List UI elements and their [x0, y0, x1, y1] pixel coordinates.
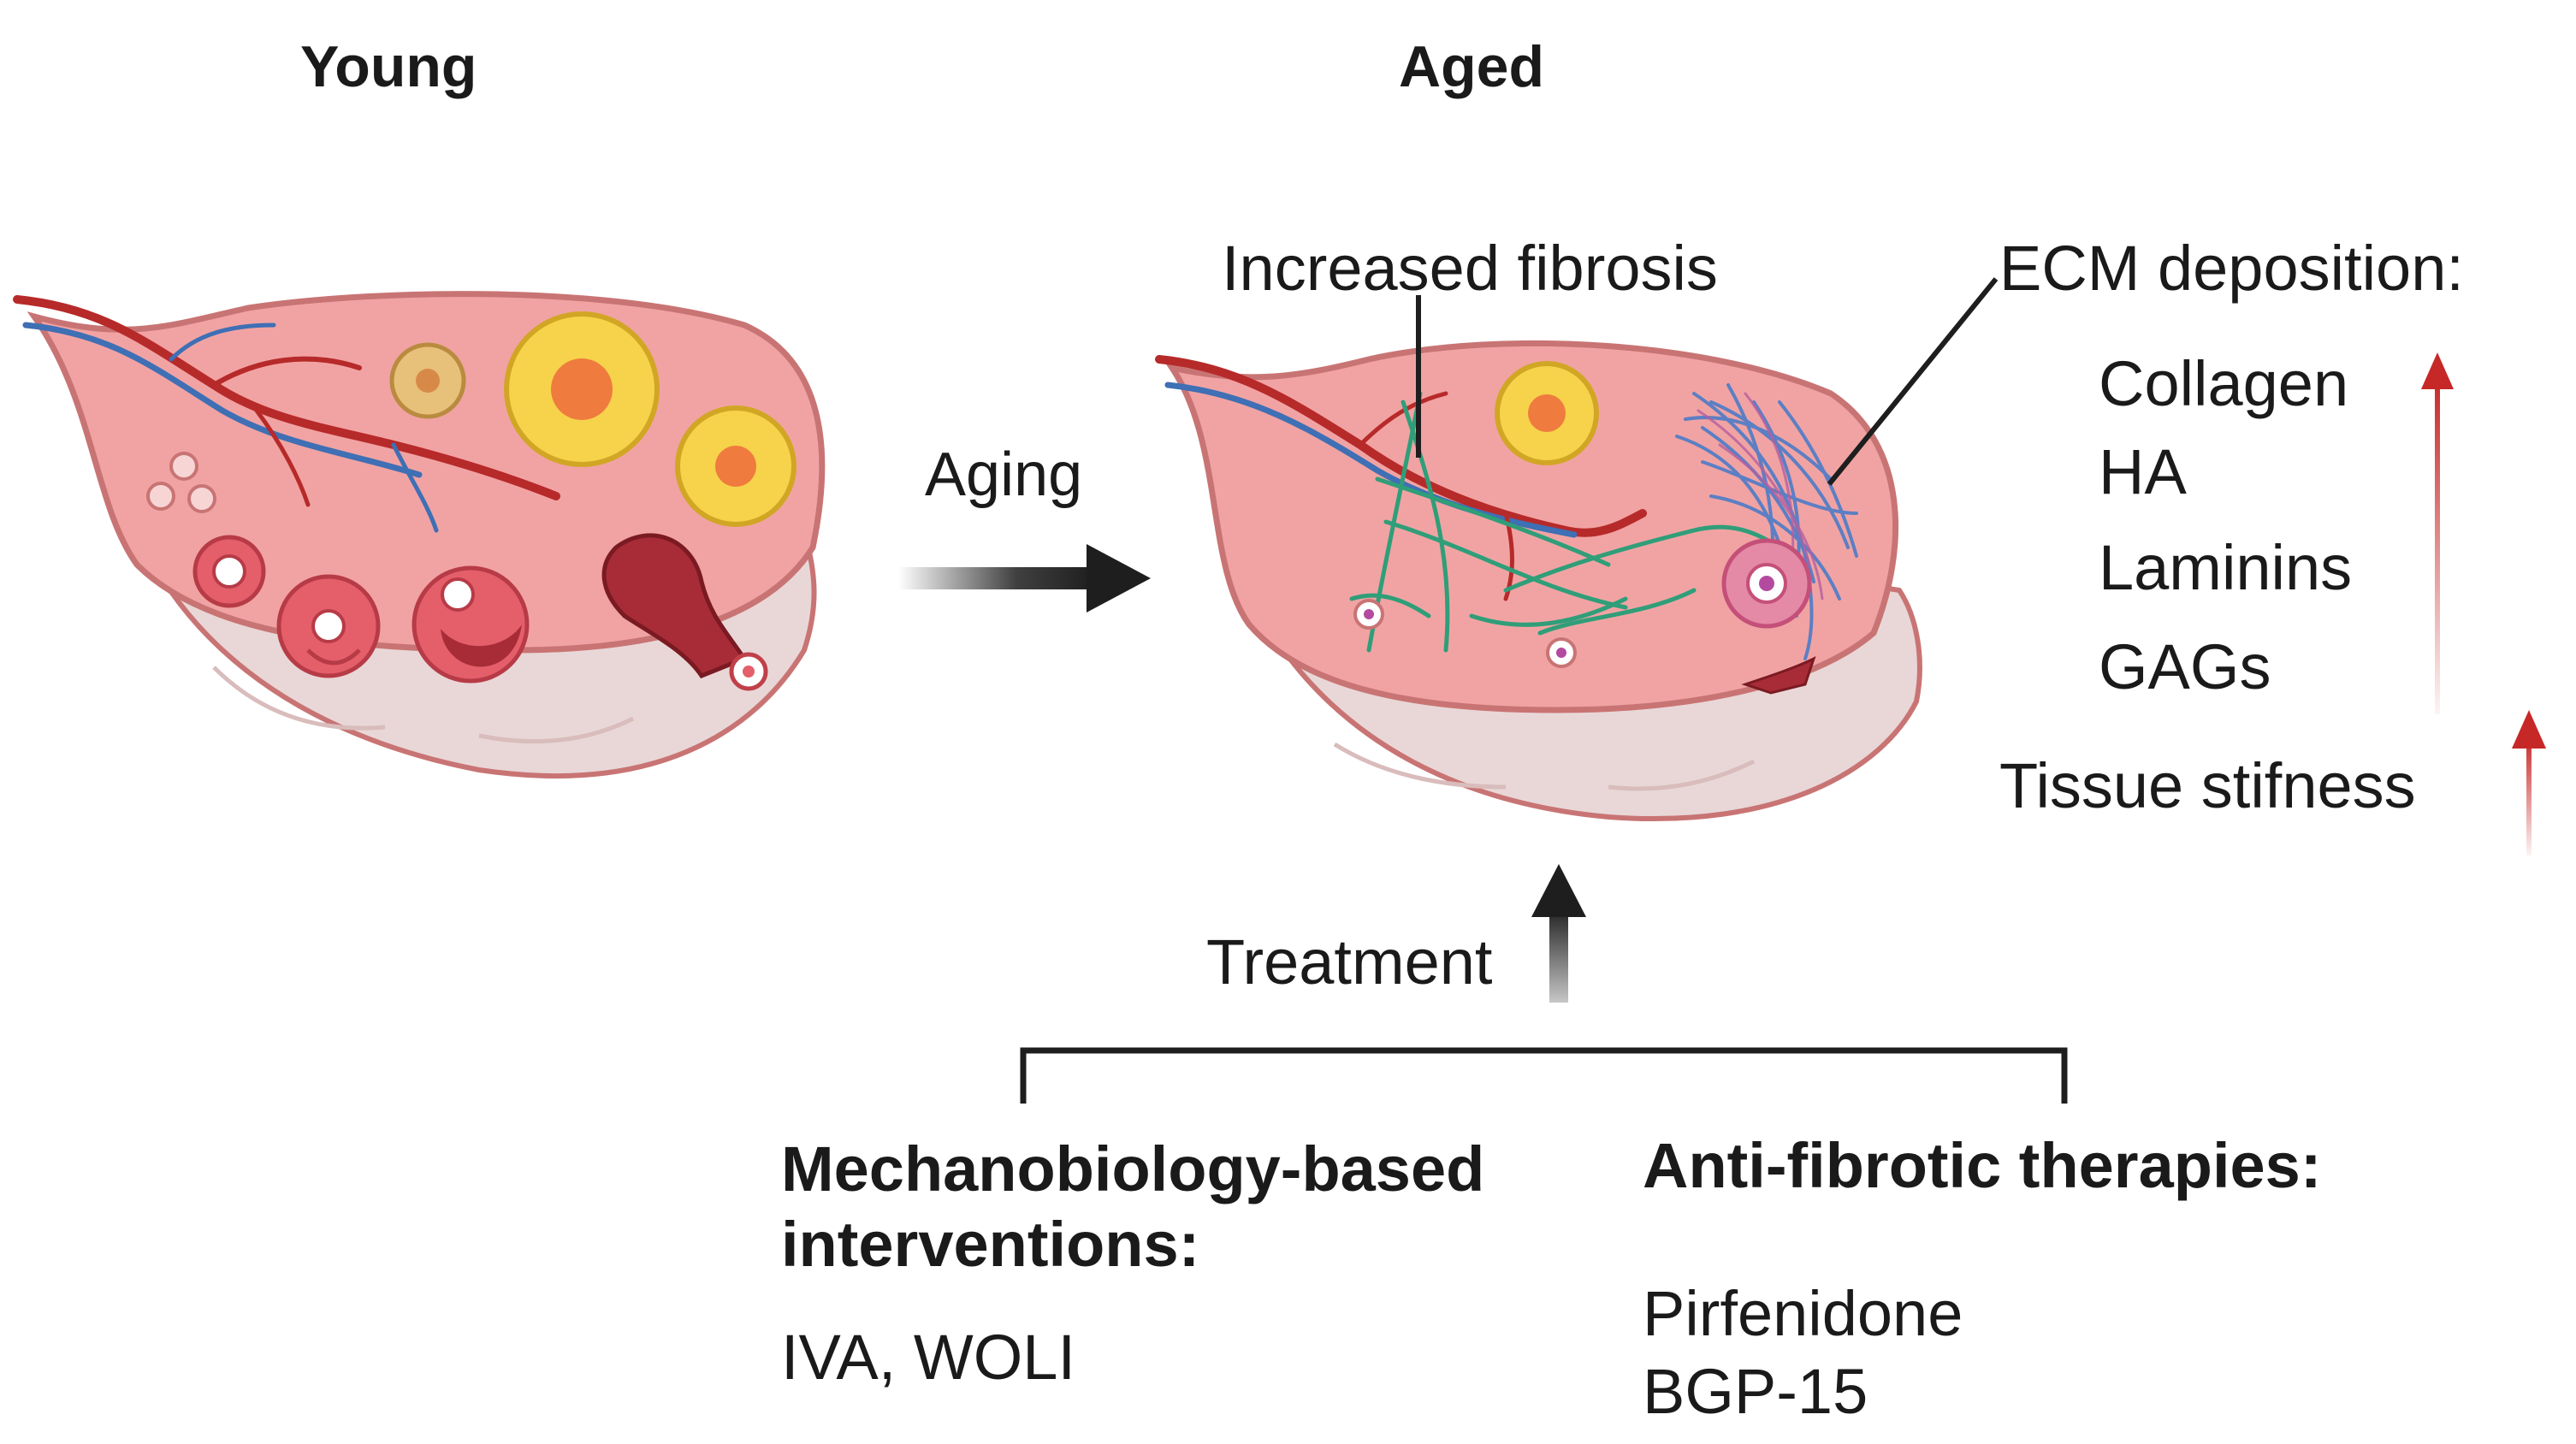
aged-small-rupture [1741, 656, 1816, 695]
ecm-leader-line [1827, 277, 1999, 486]
young-growing-follicles [192, 535, 530, 684]
young-primordial-follicles [146, 452, 216, 513]
aging-arrow [898, 544, 1151, 613]
aged-heading: Aged [1399, 34, 1544, 99]
stiffness-increase-arrow [2512, 710, 2546, 855]
ecm-increase-arrow [2421, 352, 2454, 714]
aged-ovary-illustration [1155, 340, 1922, 822]
treatment-arrow [1531, 864, 1586, 1003]
antifibrotic-title: Anti-fibrotic therapies: [1643, 1130, 2322, 1201]
young-blood-vessels [13, 295, 560, 533]
mechanobiology-item: IVA, WOLI [781, 1322, 1076, 1393]
young-corpora-lutea [389, 311, 796, 527]
ecm-item-collagen: Collagen [2099, 348, 2349, 419]
antifibrotic-item-bgp15: BGP-15 [1643, 1356, 1868, 1427]
treatment-bracket [1020, 1047, 2068, 1104]
ecm-title: ECM deposition: [1999, 233, 2464, 304]
aged-follicles [1353, 538, 1812, 668]
fibrosis-label: Increased fibrosis [1222, 233, 1718, 304]
ecm-item-laminins: Laminins [2099, 532, 2353, 603]
ecm-item-ha: HA [2099, 436, 2187, 507]
mechanobiology-title-line2: interventions: [781, 1209, 1200, 1280]
treatment-label: Treatment [1206, 926, 1493, 997]
aging-label: Aging [925, 441, 1083, 509]
young-ovary-illustration [13, 291, 826, 778]
antifibrotic-item-pirfenidone: Pirfenidone [1643, 1278, 1963, 1349]
young-heading: Young [300, 34, 477, 99]
mechanobiology-title-line1: Mechanobiology-based [781, 1133, 1485, 1204]
tissue-stiffness-label: Tissue stifness [1999, 750, 2416, 821]
fibrosis-strands [1349, 391, 1782, 653]
ecm-item-gags: GAGs [2099, 631, 2271, 702]
